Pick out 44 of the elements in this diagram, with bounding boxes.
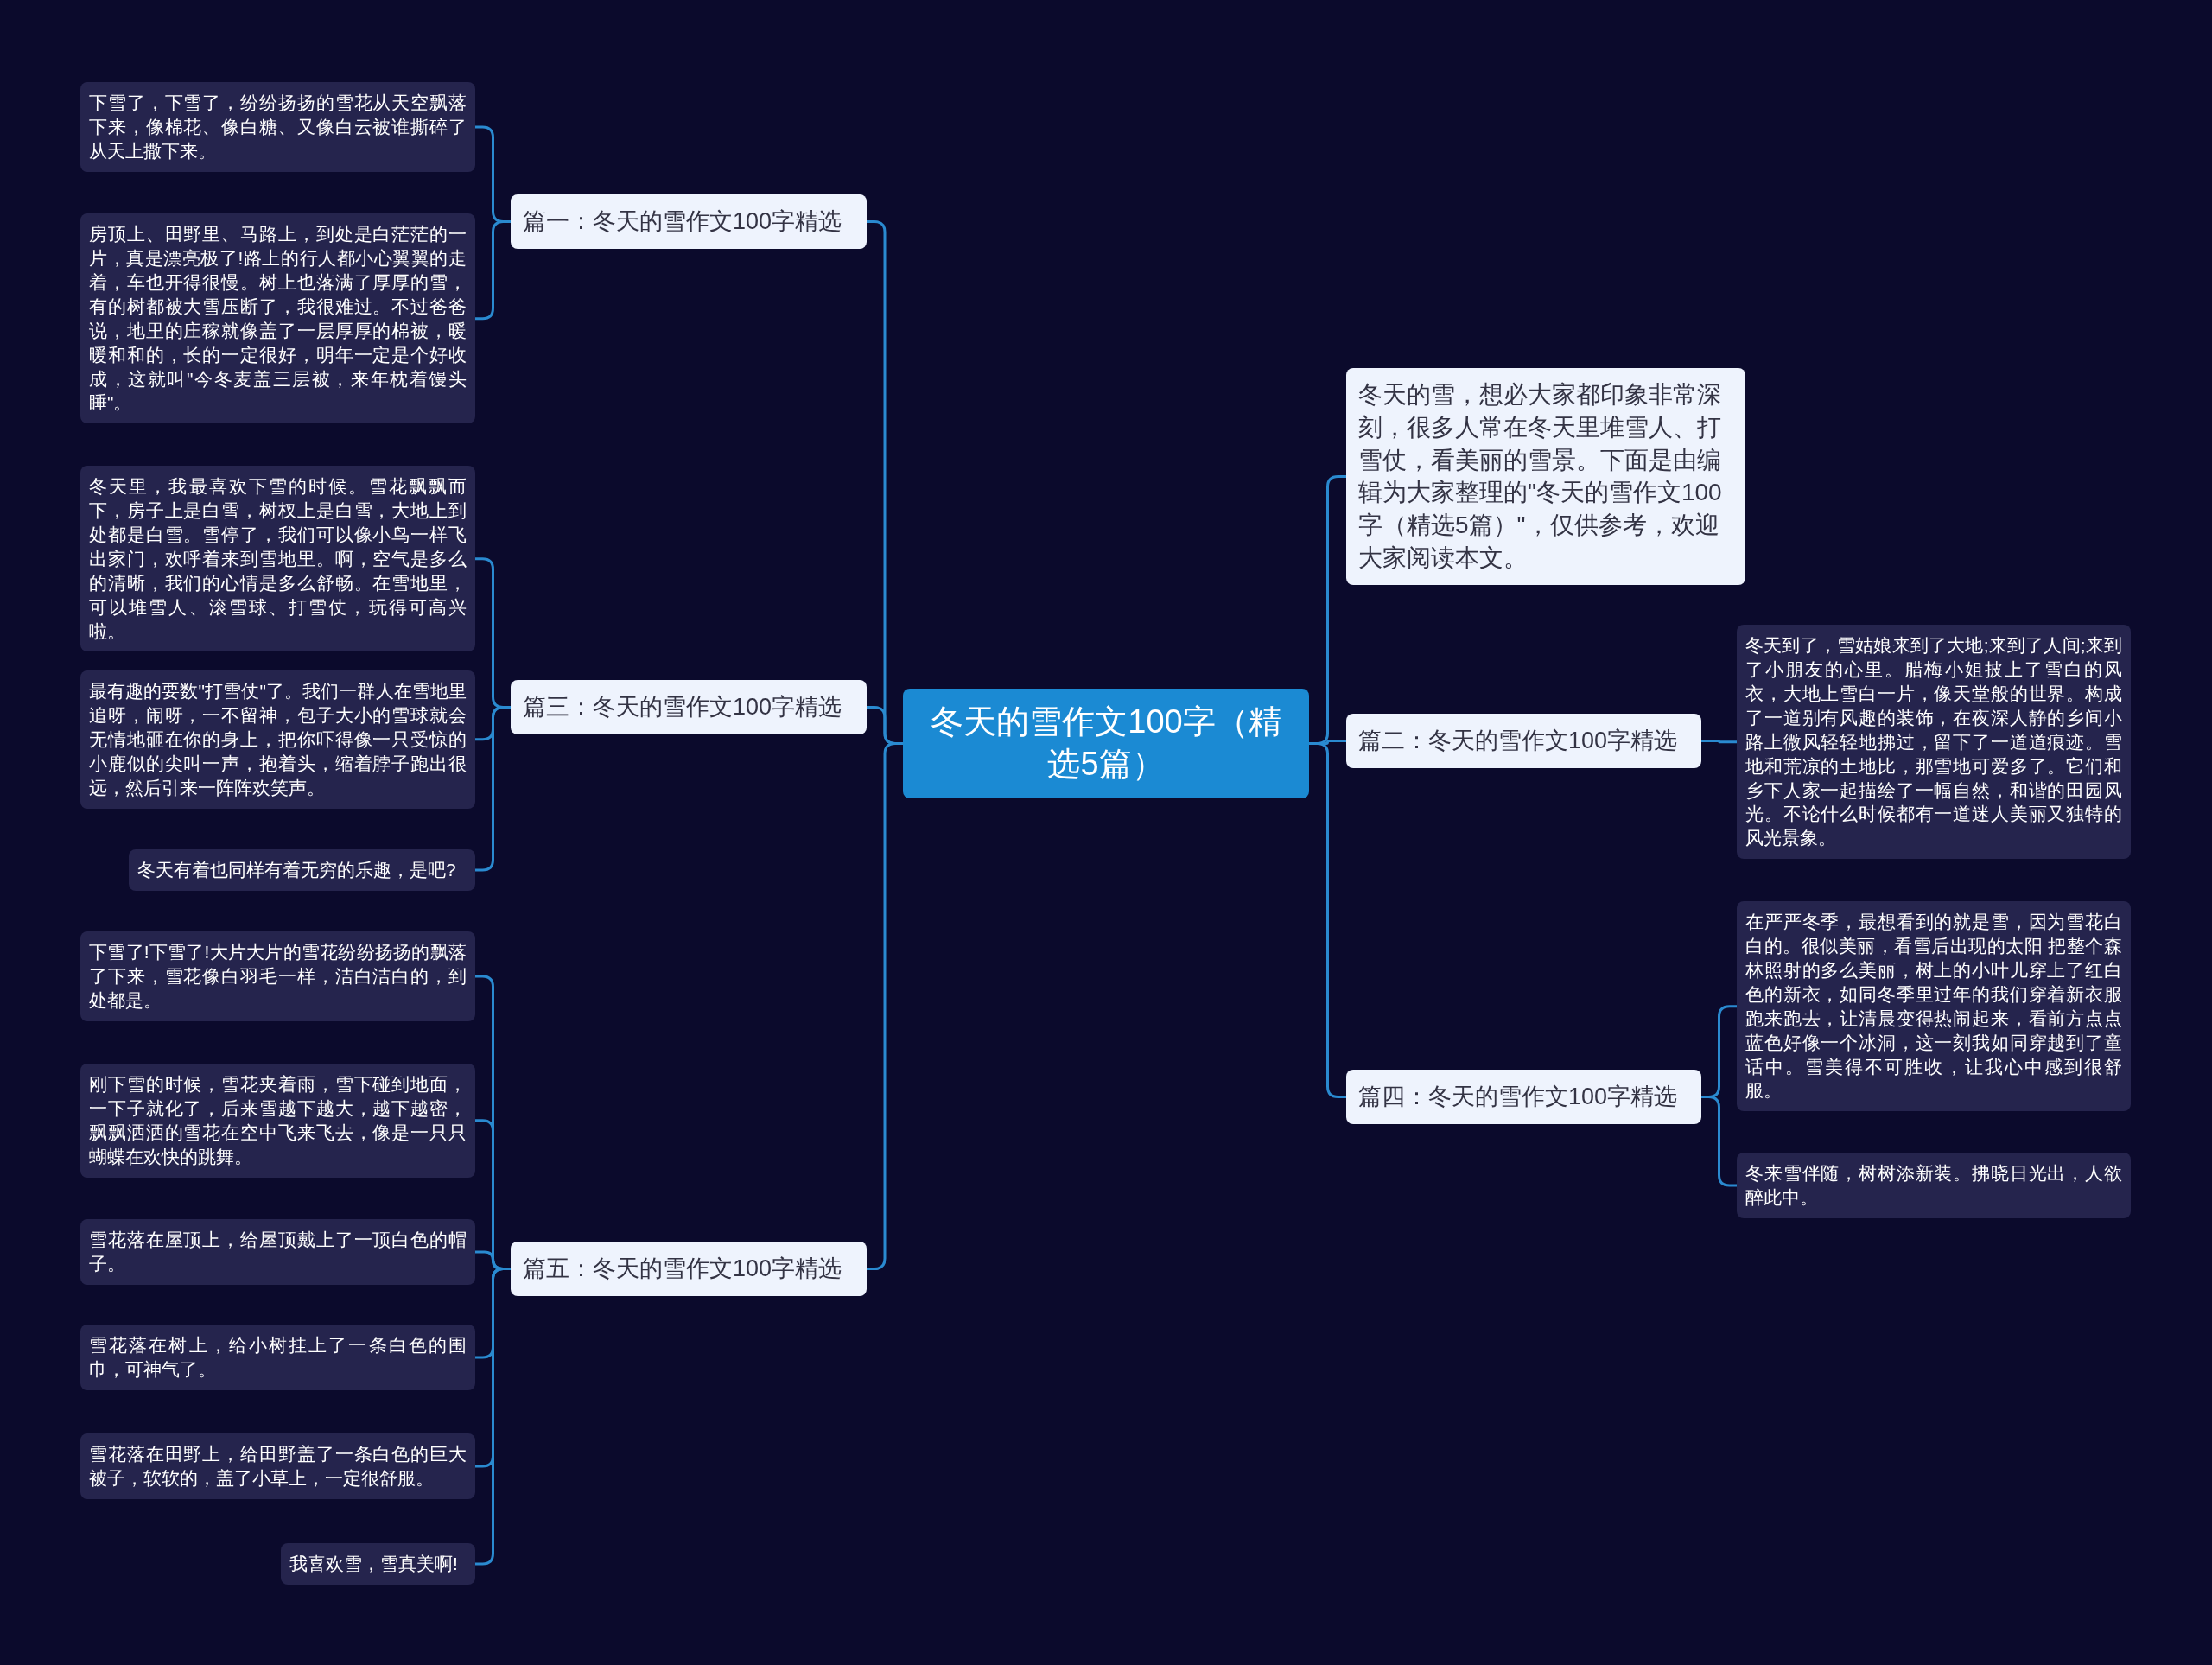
note-box bbox=[80, 82, 475, 172]
note-box bbox=[80, 1219, 475, 1285]
branch-topic-box bbox=[511, 194, 867, 250]
connector-line bbox=[475, 220, 511, 321]
note-text: 冬来雪伴随，树树添新装。拂晓日光出，人欲醉此中。 bbox=[1745, 1162, 2122, 1209]
intro-text: 冬天的雪，想必大家都印象非常深刻，很多人常在冬天里堆雪人、打雪仗，看美丽的雪景。下面是由编辑为大家整理的"冬天的雪作文100字（精选5篇）"，仅供参考，欢迎大家阅读本文。 bbox=[1358, 380, 1723, 573]
note-text: 冬天到了，雪姑娘来到了大地;来到了人间;来到了小朋友的心里。腊梅小姐披上了雪白的风衣，大地上雪白一片，像天堂般的世界。构成了一道别有风趣的装饰，在夜深人静的乡间小路上微风轻轻地拂过，留下了一道道痕迹。雪地和荒凉的土地比，那雪地可爱多了。它们和乡下人家一起描绘了一幅自然，和谐的田园风光。不论什么时候都有一道迷人美丽又独特的风光景象。 bbox=[1745, 634, 2122, 850]
branch-topic-box bbox=[1346, 1070, 1701, 1125]
note-box bbox=[80, 1325, 475, 1390]
branch-topic-box bbox=[1346, 714, 1701, 769]
branch-topic-text: 篇五：冬天的雪作文100字精选 bbox=[523, 1255, 843, 1283]
note-text: 下雪了，下雪了，纷纷扬扬的雪花从天空飘落下来，像棉花、像白糖、又像白云被谁撕碎了从天上撒下来。 bbox=[89, 92, 467, 162]
note-text: 雪花落在屋顶上，给屋顶戴上了一顶白色的帽子。 bbox=[89, 1229, 467, 1275]
connector-line bbox=[1309, 741, 1346, 1099]
note-text: 冬天有着也同样有着无穷的乐趣，是吧? bbox=[137, 859, 457, 881]
note-text: 我喜欢雪，雪真美啊! bbox=[289, 1553, 459, 1575]
intro-box bbox=[1346, 368, 1745, 585]
note-text: 雪花落在田野上，给田野盖了一条白色的巨大被子，软软的，盖了小草上，一定很舒服。 bbox=[89, 1443, 467, 1490]
note-text: 冬天里，我最喜欢下雪的时候。雪花飘飘而下，房子上是白雪，树杈上是白雪，大地上到处都是白雪。雪停了，我们可以像小鸟一样飞出家门，欢呼着来到雪地里。啊，空气是多么的清晰，我们的心情是多么舒畅。在雪地里，可以堆雪人、滚雪球、打雪仗，玩得可高兴啦。 bbox=[89, 475, 467, 643]
note-text: 雪花落在树上，给小树挂上了一条白色的围巾，可神气了。 bbox=[89, 1334, 467, 1381]
connector-line bbox=[1701, 740, 1737, 744]
note-text: 下雪了!下雪了!大片大片的雪花纷纷扬扬的飘落了下来，雪花像白羽毛一样，洁白洁白的，到处都是。 bbox=[89, 941, 467, 1012]
central-topic-box bbox=[903, 689, 1309, 798]
connector-line bbox=[1701, 1096, 1737, 1187]
note-box bbox=[80, 1433, 475, 1499]
note-box bbox=[281, 1543, 475, 1585]
connector-line bbox=[475, 1268, 511, 1566]
note-box bbox=[80, 931, 475, 1021]
note-text: 最有趣的要数"打雪仗"了。我们一群人在雪地里追呀，闹呀，一不留神，包子大小的雪球就会无情地砸在你的身上，把你吓得像一只受惊的小鹿似的尖叫一声，抱着头，缩着脖子跑出很远，然后引来一阵阵欢笑声。 bbox=[89, 680, 467, 799]
note-text: 房顶上、田野里、马路上，到处是白茫茫的一片，真是漂亮极了!路上的行人都小心翼翼的走着，车也开得很慢。树上也落满了厚厚的雪，有的树都被大雪压断了，我很难过。不过爸爸说，地里的庄稼就像盖了一层厚厚的棉被，暖暖和和的，长的一定很好，明年一定是个好收成，这就叫"今冬麦盖三层被，来年枕着馒头睡"。 bbox=[89, 223, 467, 415]
branch-topic-box bbox=[511, 1242, 867, 1297]
branch-topic-text: 篇三：冬天的雪作文100字精选 bbox=[523, 693, 843, 721]
note-text: 在严严冬季，最想看到的就是雪，因为雪花白白的。很似美丽，看雪后出现的太阳 把整个森林照射的多么美丽，树上的小叶儿穿上了红白色的新衣，如同冬季里过年的我们穿着新衣服跑来跑去，让清晨变得热闹起来，看前方点点蓝色好像一个冰洞，这一刻我如同穿越到了童话中。雪美得不可胜收，让我心中感到很舒服。 bbox=[1745, 911, 2122, 1103]
note-box bbox=[80, 670, 475, 809]
branch-topic-text: 篇一：冬天的雪作文100字精选 bbox=[523, 207, 843, 236]
note-box bbox=[1737, 1153, 2131, 1218]
branch-topic-text: 篇四：冬天的雪作文100字精选 bbox=[1358, 1083, 1679, 1111]
central-topic-text: 冬天的雪作文100字（精选5篇） bbox=[930, 702, 1282, 785]
note-box bbox=[129, 849, 475, 891]
branch-topic-box bbox=[511, 680, 867, 735]
connector-line bbox=[475, 706, 511, 872]
note-text: 刚下雪的时候，雪花夹着雨，雪下碰到地面，一下子就化了，后来雪越下越大，越下越密，飘飘洒洒的雪花在空中飞来飞去，像是一只只蝴蝶在欢快的跳舞。 bbox=[89, 1073, 467, 1168]
note-box bbox=[80, 1064, 475, 1178]
branch-topic-text: 篇二：冬天的雪作文100字精选 bbox=[1358, 727, 1679, 755]
